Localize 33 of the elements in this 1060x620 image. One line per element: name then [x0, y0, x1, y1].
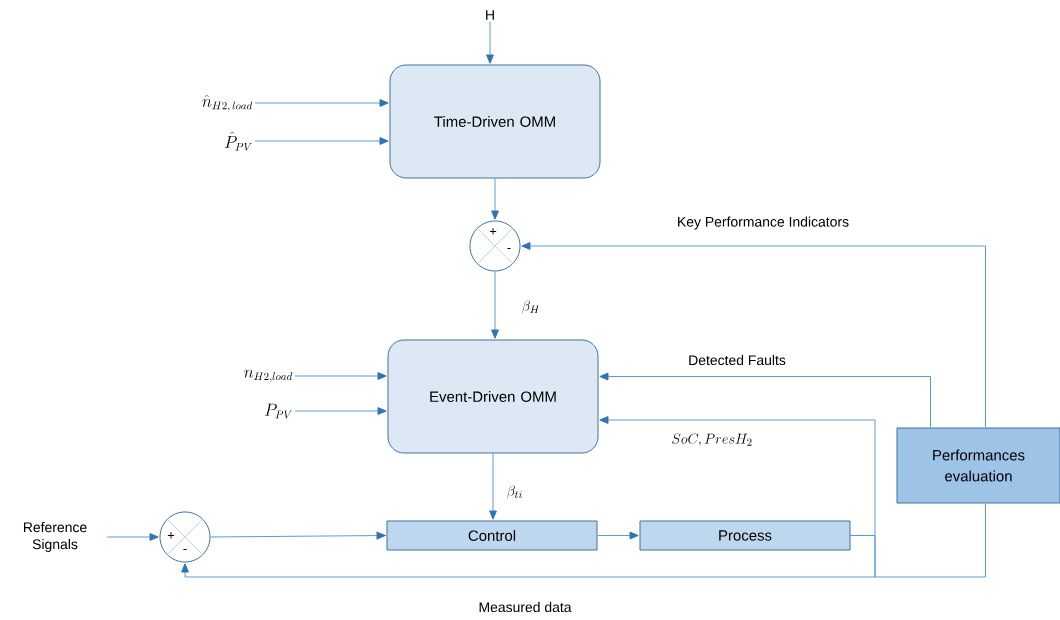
arrow [491, 271, 499, 339]
arrow [489, 453, 497, 520]
process-box: Control [386, 520, 598, 551]
arrow [491, 178, 499, 220]
edge-label: $SoC, PresH_{2}$ [669, 432, 755, 448]
summing-junction: + - [469, 220, 521, 272]
summing-junction: + - [159, 511, 211, 563]
text-label: Reference Signals [23, 522, 87, 552]
edge-label: $\beta_{ti}$ [505, 484, 525, 500]
process-box: Process [639, 520, 851, 551]
arrow [597, 531, 639, 540]
edge-label: Detected Faults [686, 353, 788, 367]
math-label: $P_{PV}$ [264, 403, 292, 419]
edge-label: Key Performance Indicators [675, 215, 851, 231]
process-box: Event-Driven OMM [387, 339, 599, 454]
arrow [294, 407, 387, 415]
math-label: $\hat{n}_{H2,\, load}$ [202, 94, 253, 112]
arrow [599, 416, 876, 536]
edge-label: $\beta_{H}$ [520, 299, 542, 315]
arrow [254, 99, 389, 107]
text-label: H [486, 10, 494, 20]
math-label: $n_{H2,load}$ [244, 369, 293, 383]
arrow [521, 242, 986, 428]
arrow [210, 531, 386, 540]
process-box: Time-Driven OMM [389, 64, 601, 179]
arrow [599, 372, 931, 428]
arrow [294, 372, 387, 380]
math-label: $\hat{P}_{PV}$ [224, 131, 252, 151]
arrow [486, 21, 494, 64]
arrow [106, 533, 159, 541]
process-box: Performances evaluation [896, 427, 1060, 504]
edge-label: Measured data [477, 600, 574, 614]
arrow [254, 137, 389, 145]
